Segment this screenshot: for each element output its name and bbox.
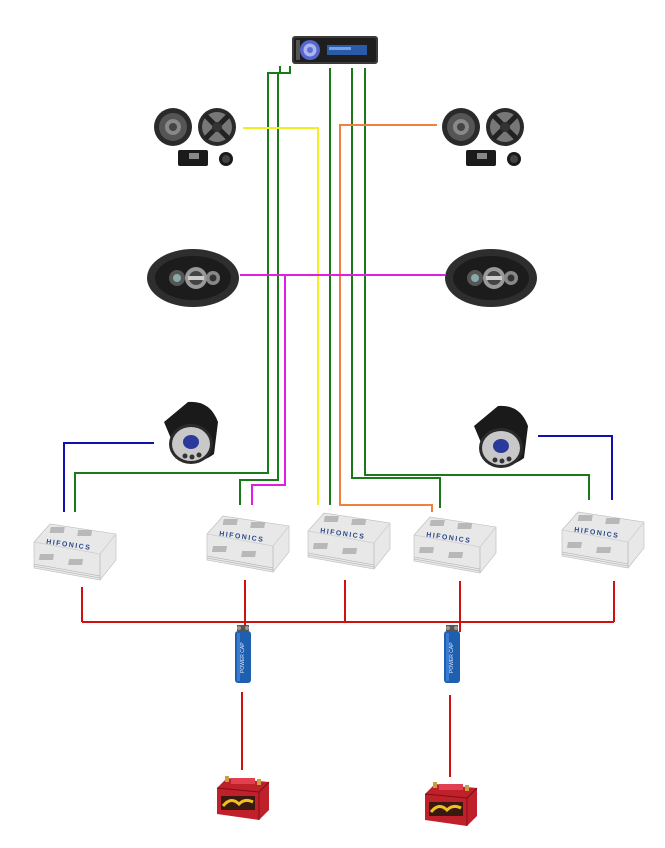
capacitor-label: POWER CAP [240,642,246,673]
wire-sub-right-to-amp5 [538,435,613,500]
amplifier-1[interactable]: HIFONICS [30,520,118,582]
tweeter-icon [219,152,233,166]
wire-rca-head-to-amp5 [364,68,590,500]
wire-rca-head-to-amp1 [74,66,291,512]
subwoofer-right[interactable] [468,404,530,470]
tweeter-icon [507,152,521,166]
coaxial-speaker-right[interactable] [444,248,538,308]
wire-rca-head-to-amp2 [239,66,281,505]
grille-speaker-icon [198,108,236,146]
subwoofer-left[interactable] [158,400,220,466]
wire-sub-left-to-amp1 [63,442,154,512]
amplifier-3[interactable]: HIFONICS [304,509,392,571]
wire-coaxial-drop-to-amp2 [251,275,286,505]
capacitor-1[interactable]: POWER CAP [233,625,253,685]
crossover-icon [466,150,496,166]
head-unit[interactable] [291,34,379,66]
woofer-icon [442,108,480,146]
capacitor-2[interactable]: POWER CAP [442,625,462,685]
wire-component-left-to-amp3 [243,127,319,505]
component-speakers-right[interactable] [442,106,532,170]
component-speakers-left[interactable] [154,106,244,170]
woofer-icon [154,108,192,146]
coaxial-speaker-left[interactable] [146,248,240,308]
amplifier-2[interactable]: HIFONICS [203,512,291,574]
wire-component-right-to-amp4 [339,124,437,512]
battery-1[interactable] [213,770,271,822]
grille-speaker-icon [486,108,524,146]
crossover-icon [178,150,208,166]
wire-rca-head-to-amp4 [351,68,441,508]
amplifier-4[interactable]: HIFONICS [410,513,498,575]
capacitor-label: POWER CAP [449,642,455,673]
amplifier-5[interactable]: HIFONICS [558,508,646,570]
battery-2[interactable] [421,776,479,828]
